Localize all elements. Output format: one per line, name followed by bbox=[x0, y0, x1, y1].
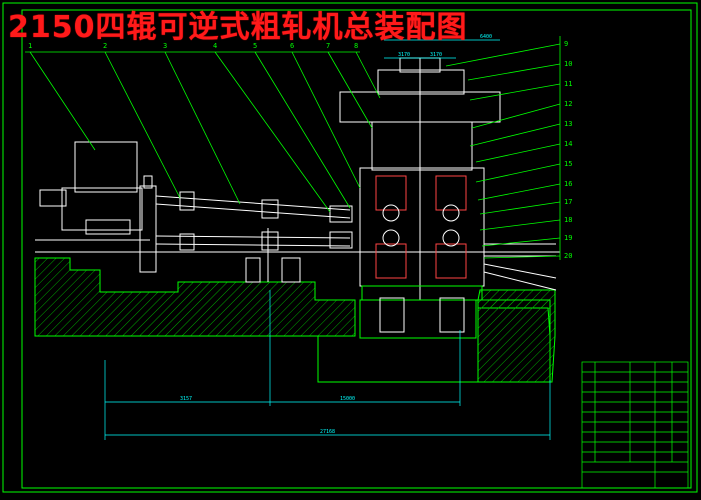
dimension-value: 15000 bbox=[340, 396, 355, 402]
pinion-stand-inner bbox=[143, 175, 153, 189]
outer-frame bbox=[2, 2, 698, 493]
spindle-supports bbox=[245, 228, 301, 283]
part-number: 13 bbox=[564, 120, 572, 128]
dimension-value: 27168 bbox=[320, 429, 335, 435]
part-number: 19 bbox=[564, 234, 572, 242]
part-number: 14 bbox=[564, 140, 572, 148]
pinion-stand bbox=[139, 185, 157, 273]
runout-table bbox=[483, 243, 557, 291]
title-block bbox=[581, 361, 689, 489]
part-numbers-top: 1 2 3 4 5 6 7 8 bbox=[28, 42, 358, 50]
part-number: 12 bbox=[564, 100, 572, 108]
leader-lines-right bbox=[445, 36, 561, 260]
part-number: 20 bbox=[564, 252, 572, 260]
part-number: 15 bbox=[564, 160, 572, 168]
part-number: 5 bbox=[253, 42, 257, 50]
part-number: 1 bbox=[28, 42, 32, 50]
motor-base bbox=[61, 187, 143, 231]
dimension-value: 3157 bbox=[180, 396, 192, 402]
dimension-values: 3170 3170 6400 3157 15000 27168 bbox=[180, 34, 492, 435]
part-number: 16 bbox=[564, 180, 572, 188]
leader-lines-top bbox=[25, 51, 381, 213]
part-number: 8 bbox=[354, 42, 358, 50]
upper-spindle bbox=[39, 189, 353, 223]
drawing-title: 2150四辊可逆式粗轧机总装配图 bbox=[8, 10, 468, 45]
part-number: 3 bbox=[163, 42, 167, 50]
motor-foot bbox=[85, 219, 131, 235]
lower-spindle bbox=[155, 231, 353, 251]
part-number: 10 bbox=[564, 60, 572, 68]
part-number: 2 bbox=[103, 42, 107, 50]
part-number: 17 bbox=[564, 198, 572, 206]
dimension-lines bbox=[104, 39, 551, 440]
part-number: 11 bbox=[564, 80, 572, 88]
dimension-value: 3170 bbox=[430, 52, 442, 58]
part-numbers-right: 9 10 11 12 13 14 15 16 17 18 19 20 bbox=[564, 40, 572, 260]
dimension-value: 3170 bbox=[398, 52, 410, 58]
part-number: 18 bbox=[564, 216, 572, 224]
part-number: 6 bbox=[290, 42, 294, 50]
mill-housing bbox=[339, 57, 501, 333]
foundation-left bbox=[34, 257, 556, 383]
dimension-value: 6400 bbox=[480, 34, 492, 40]
motor-housing bbox=[74, 141, 138, 193]
foundation-right-block bbox=[477, 299, 551, 383]
part-number: 7 bbox=[326, 42, 330, 50]
part-number: 9 bbox=[564, 40, 568, 48]
part-number: 4 bbox=[213, 42, 217, 50]
inner-frame bbox=[21, 9, 692, 489]
